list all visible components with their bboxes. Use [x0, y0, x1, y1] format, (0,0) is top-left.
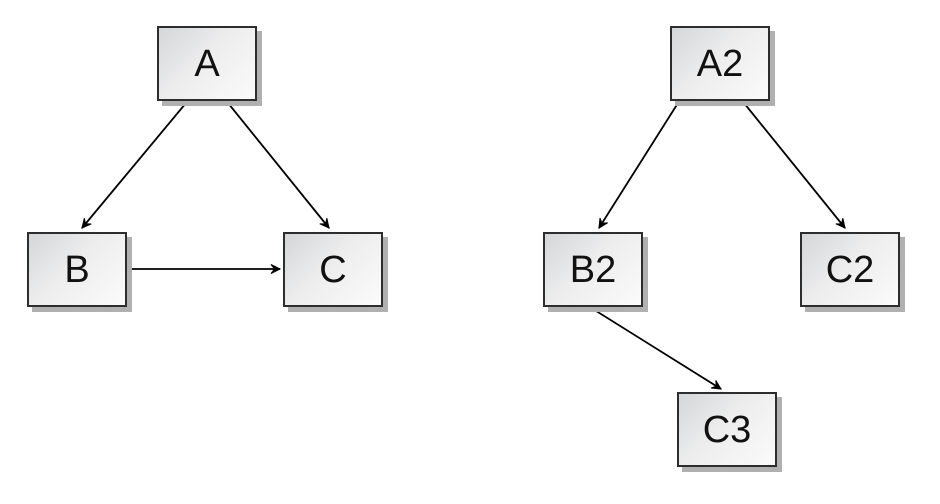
node-b[interactable]: B [27, 232, 127, 307]
edge-a-to-b [81, 102, 187, 229]
edge-a2-to-b2 [598, 102, 679, 229]
edge-b2-to-c3 [592, 308, 722, 390]
node-c2-label: C2 [825, 248, 875, 291]
edge-a2-to-c2 [743, 102, 846, 229]
node-b2[interactable]: B2 [543, 232, 643, 307]
node-c[interactable]: C [283, 232, 383, 307]
node-a-label: A [194, 42, 220, 85]
node-b2-label: B2 [569, 248, 617, 291]
node-b-label: B [64, 248, 90, 291]
node-c3[interactable]: C3 [677, 392, 777, 467]
node-c3-label: C3 [702, 408, 752, 451]
edge-a-to-c [227, 102, 330, 229]
node-a2-label: A2 [696, 42, 744, 85]
node-a2[interactable]: A2 [670, 26, 770, 101]
node-a[interactable]: A [157, 26, 257, 101]
node-c-label: C [319, 248, 347, 291]
node-c2[interactable]: C2 [800, 232, 900, 307]
